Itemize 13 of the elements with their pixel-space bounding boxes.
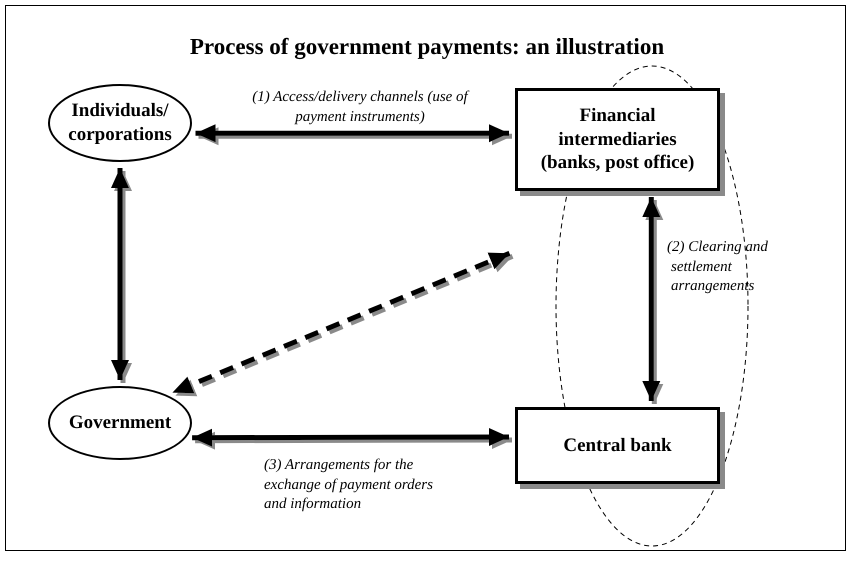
double-arrow	[111, 168, 129, 380]
dashed-double-arrow	[171, 250, 510, 395]
edge-label: (3) Arrangements for the exchange of payment orders and information	[264, 456, 434, 514]
node-label: Government	[68, 411, 172, 435]
double-arrow	[642, 197, 660, 401]
node-label: Central bank	[562, 434, 673, 458]
edge-label: (1) Access/delivery channels (use of payment instruments)	[251, 88, 470, 126]
double-arrow	[192, 428, 509, 447]
node-label: Financial intermediaries (banks, post office)	[540, 104, 696, 176]
diagram-title: Process of government payments: an illustration	[188, 34, 666, 60]
double-arrow	[196, 124, 509, 142]
edge-label: (2) Clearing and settlement arrangements	[667, 238, 769, 296]
node-label: Individuals/ corporations	[67, 99, 173, 147]
